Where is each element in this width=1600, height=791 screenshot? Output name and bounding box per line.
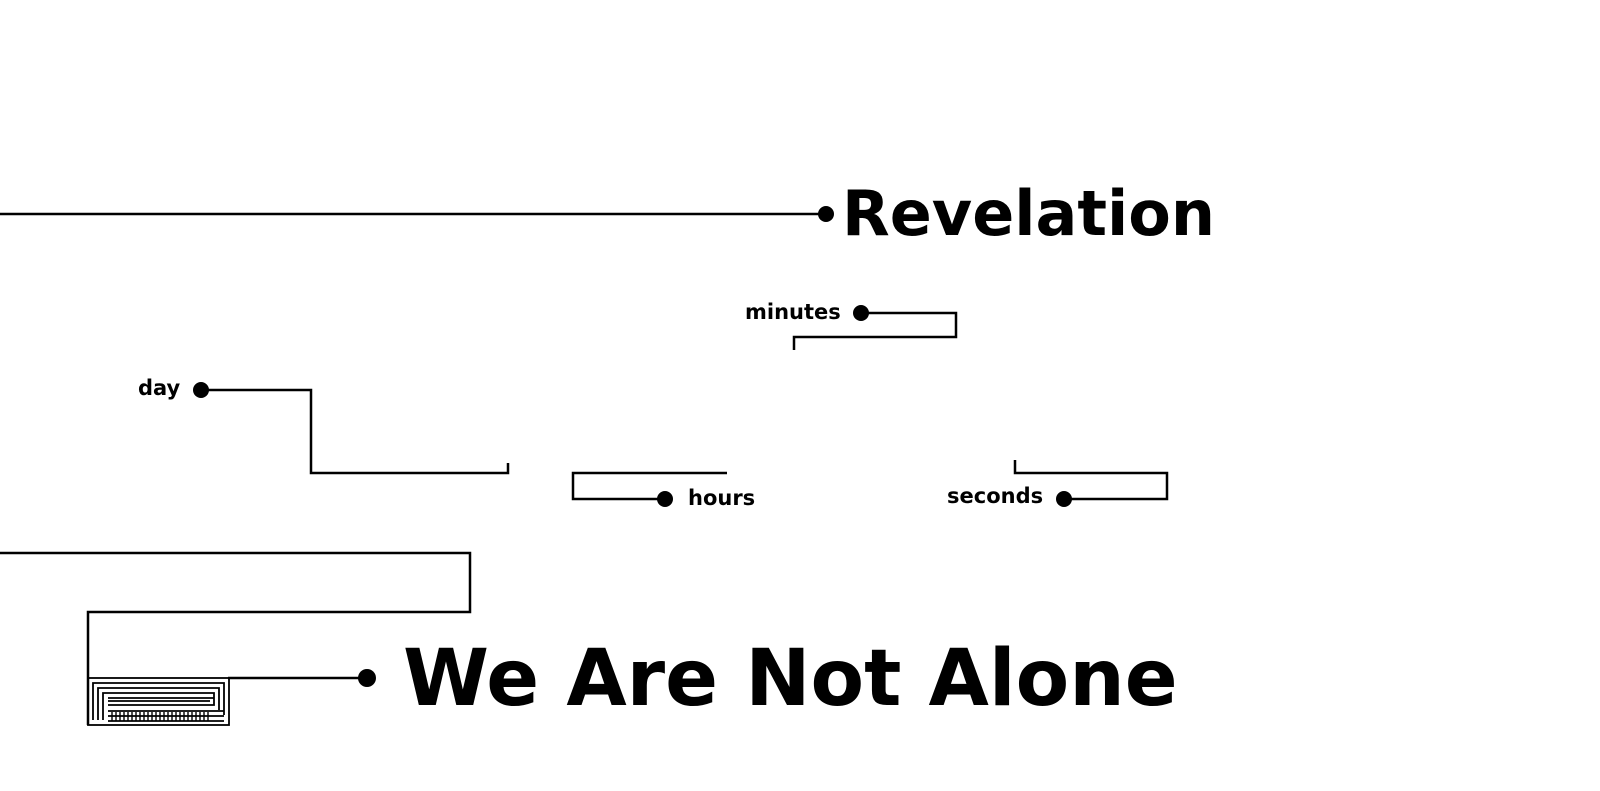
hours-connector [571,471,727,501]
seconds-dot [1056,491,1072,507]
circuit-logo-teeth [111,712,209,721]
title-revelation: Revelation [842,177,1215,250]
minutes-connector [792,311,958,350]
label-day: day [138,376,181,400]
label-minutes: minutes [745,300,841,324]
label-seconds: seconds [947,484,1044,508]
bottom-frame-connector [0,551,472,725]
subtitle-dot [358,669,376,687]
seconds-connector [1013,460,1169,501]
revelation-dot [818,206,834,222]
minutes-dot [853,305,869,321]
day-dot [193,382,209,398]
hours-dot [657,491,673,507]
day-connector [201,388,510,475]
subtitle-we-are-not-alone: We Are Not Alone [403,634,1178,724]
label-hours: hours [688,486,756,510]
